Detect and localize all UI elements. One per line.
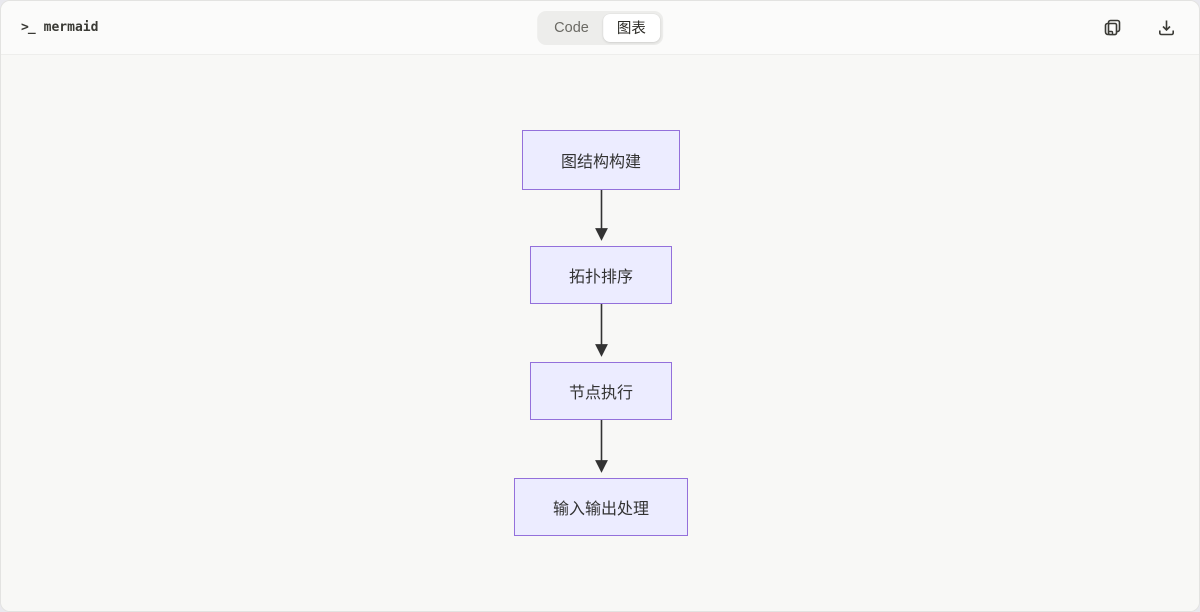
flow-node-topo-sort: 拓扑排序 [529, 246, 673, 304]
copy-button[interactable] [1099, 15, 1125, 41]
view-toggle: Code 图表 [537, 10, 663, 45]
header-bar: >_ mermaid Code 图表 [1, 1, 1199, 55]
tab-diagram[interactable]: 图表 [602, 13, 660, 42]
app-title: mermaid [43, 20, 99, 35]
header-actions [1099, 15, 1179, 41]
terminal-icon: >_ [21, 20, 36, 35]
header-title-group: >_ mermaid [21, 20, 98, 35]
flow-node-graph-build: 图结构构建 [521, 130, 681, 190]
flow-node-io-handling: 输入输出处理 [513, 478, 689, 536]
download-icon [1158, 19, 1175, 36]
download-button[interactable] [1153, 15, 1179, 41]
tab-code[interactable]: Code [554, 19, 589, 36]
copy-icon [1104, 19, 1121, 36]
diagram-canvas: 图结构构建 拓扑排序 节点执行 输入输出处理 [1, 55, 1199, 611]
flow-node-node-exec: 节点执行 [529, 362, 673, 420]
